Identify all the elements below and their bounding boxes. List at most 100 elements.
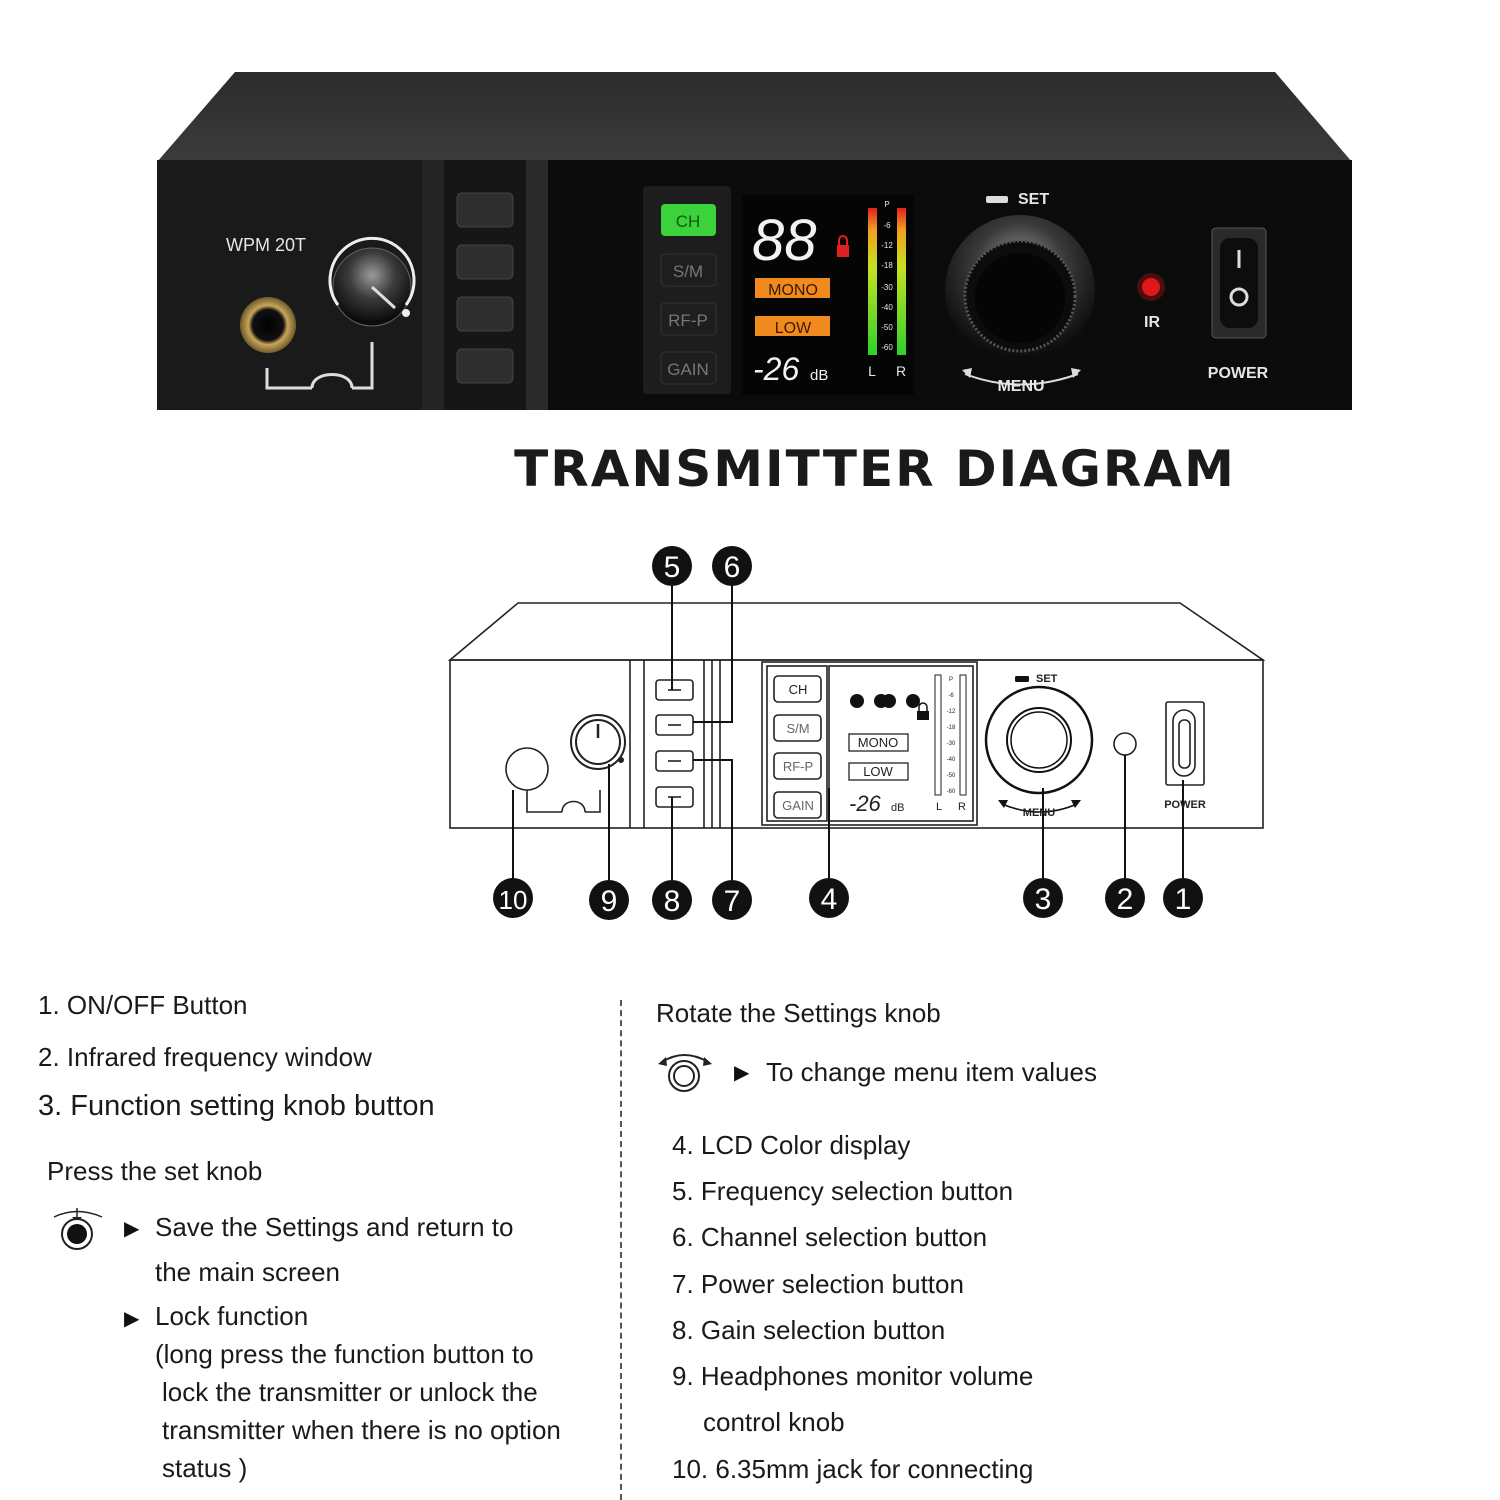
photo-scale-30: -30 <box>881 283 893 292</box>
save-line-1: Save the Settings and return to <box>155 1212 514 1242</box>
callout-3: 3 <box>1035 883 1052 916</box>
photo-knob-set-label: SET <box>1018 191 1049 208</box>
save-bullet: ▶ <box>124 1218 140 1240</box>
diagram-scale-18: -18 <box>947 725 956 731</box>
rotate-heading: Rotate the Settings knob <box>656 998 941 1028</box>
photo-meter-right <box>897 208 906 355</box>
list-item-7: 7. Power selection button <box>672 1269 964 1299</box>
photo-scale-12: -12 <box>881 241 893 250</box>
photo-lcd-power: LOW <box>775 320 812 337</box>
diagram-meter-r: R <box>958 801 966 813</box>
diagram-title: TRANSMITTER DIAGRAM <box>514 440 1236 498</box>
photo-power-switch <box>1211 227 1267 339</box>
diagram-set-knob <box>984 676 1094 813</box>
photo-scale-50: -50 <box>881 323 893 332</box>
photo-ir-led <box>1142 278 1160 296</box>
diagram-scale-p: P <box>949 677 953 683</box>
chassis-top <box>157 72 1352 162</box>
lock-bullet: ▶ <box>124 1308 140 1330</box>
photo-meter-scale: P -6 -12 -18 -30 -40 -50 -60 <box>881 200 893 352</box>
photo-set-knob <box>945 196 1095 386</box>
photo-scale-60: -60 <box>881 343 893 352</box>
callout-10: 10 <box>499 885 528 915</box>
lock-line-2: lock the transmitter or unlock the <box>162 1377 538 1407</box>
rotate-knob-icon <box>658 1054 712 1092</box>
list-item-5: 5. Frequency selection button <box>672 1176 1014 1206</box>
photo-meter-l: L <box>868 363 876 379</box>
photo-scale-18: -18 <box>881 261 893 270</box>
diagram-lcd-power: LOW <box>863 764 893 779</box>
list-item-9-line-1: 9. Headphones monitor volume <box>672 1361 1034 1391</box>
photo-ir-label: IR <box>1144 314 1160 331</box>
photo-side-buttons <box>456 192 514 384</box>
photo-lcd-unit: dB <box>810 367 828 384</box>
transmitter-line-diagram: 1 2 3 4 5 6 7 8 9 10 CH S/M RF-P GAIN MO… <box>447 546 1266 920</box>
list-item-1: 1. ON/OFF Button <box>38 990 248 1020</box>
photo-meter-left <box>868 208 877 355</box>
lock-line-3: transmitter when there is no option <box>162 1415 561 1445</box>
list-item-10: 10. 6.35mm jack for connecting <box>672 1454 1034 1484</box>
list-item-8: 8. Gain selection button <box>672 1315 946 1345</box>
callout-1: 1 <box>1175 883 1192 916</box>
diagram-scale-50: -50 <box>947 773 956 779</box>
photo-knob-menu-label: MENU <box>997 378 1044 395</box>
callout-6: 6 <box>724 551 741 584</box>
diagram-scale-30: -30 <box>947 741 956 747</box>
diagram-knob-menu-label: MENU <box>1023 807 1055 819</box>
diagram-ir-window <box>1113 732 1137 756</box>
callout-4: 4 <box>821 883 838 916</box>
diagram-lcd-unit: dB <box>891 802 904 814</box>
diagram-scale-40: -40 <box>947 757 956 763</box>
callout-8: 8 <box>664 885 681 918</box>
diagram-lcd-level: -26 <box>849 791 882 816</box>
column-divider <box>620 1000 622 1500</box>
photo-volume-knob <box>328 236 416 327</box>
photo-btn-sm: S/M <box>673 262 703 281</box>
lock-title: Lock function <box>155 1301 309 1331</box>
diagram-btn-gain: GAIN <box>782 798 814 813</box>
callout-9: 9 <box>601 885 618 918</box>
diagram-scale-60: -60 <box>947 789 956 795</box>
transmitter-photo: WPM 20T CH S/M RF-P GAIN 88 MONO LOW -26… <box>157 72 1352 410</box>
diagram-jack <box>505 747 549 791</box>
callout-2: 2 <box>1117 883 1134 916</box>
lock-line-1: (long press the function button to <box>155 1339 534 1369</box>
lock-line-4: status ) <box>162 1453 248 1483</box>
list-item-9-line-2: control knob <box>703 1407 845 1437</box>
photo-lcd-mode: MONO <box>768 282 818 299</box>
diagram-lcd-mode: MONO <box>858 735 898 750</box>
diagram-btn-rfp: RF-P <box>783 759 813 774</box>
diagram-side-buttons <box>655 679 694 808</box>
photo-btn-gain: GAIN <box>667 360 709 379</box>
save-line-2: the main screen <box>155 1257 340 1287</box>
list-item-2: 2. Infrared frequency window <box>38 1042 372 1072</box>
photo-scale-p: P <box>884 200 889 209</box>
press-heading: Press the set knob <box>47 1156 263 1186</box>
press-knob-icon <box>53 1208 103 1250</box>
photo-scale-40: -40 <box>881 303 893 312</box>
photo-lcd-level: -26 <box>753 351 799 387</box>
photo-btn-ch: CH <box>676 212 701 231</box>
diagram-meter-l: L <box>936 801 942 813</box>
photo-lcd-digits: 88 <box>752 208 817 273</box>
photo-scale-6: -6 <box>883 221 891 230</box>
diagram-scale-6: -6 <box>948 693 954 699</box>
photo-jack <box>240 297 296 353</box>
rotate-action: To change menu item values <box>766 1057 1097 1087</box>
diagram-btn-ch: CH <box>789 682 808 697</box>
diagram-knob-set-label: SET <box>1036 673 1058 685</box>
callout-5: 5 <box>664 551 681 584</box>
rotate-bullet: ▶ <box>734 1062 750 1084</box>
diagram-btn-sm: S/M <box>786 721 809 736</box>
list-item-4: 4. LCD Color display <box>672 1130 911 1160</box>
photo-btn-rfp: RF-P <box>668 311 708 330</box>
callout-7: 7 <box>724 885 741 918</box>
diagram-power-label: POWER <box>1164 799 1206 811</box>
list-item-3: 3. Function setting knob button <box>38 1090 435 1122</box>
photo-power-label: POWER <box>1208 365 1269 382</box>
list-item-6: 6. Channel selection button <box>672 1222 988 1252</box>
diagram-power-switch <box>1165 701 1205 786</box>
photo-meter-r: R <box>896 363 906 379</box>
diagram-volume-knob <box>570 714 626 770</box>
photo-model-label: WPM 20T <box>226 235 306 255</box>
